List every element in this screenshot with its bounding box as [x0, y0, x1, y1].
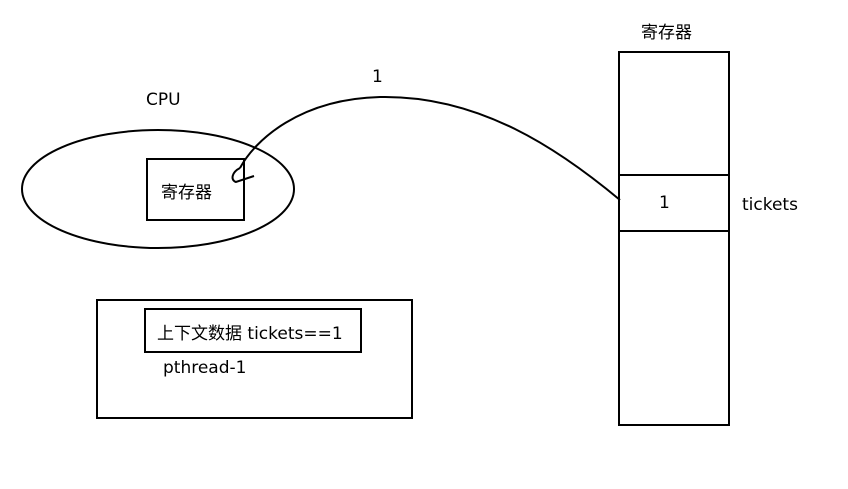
memory-group: 寄存器 1 tickets: [618, 23, 798, 426]
load-arrow-head: [231, 167, 255, 184]
memory-cell-value: 1: [659, 193, 670, 213]
load-arrow-label: 1: [372, 67, 383, 87]
thread-name: pthread-1: [163, 358, 246, 378]
thread-box: [96, 299, 413, 419]
cpu-group: CPU 寄存器: [21, 90, 295, 249]
cpu-register-box: [146, 158, 245, 221]
memory-column: [618, 51, 730, 426]
load-arrow-curve: [239, 95, 621, 201]
thread-group: 上下文数据 tickets==1 pthread-1: [96, 299, 413, 419]
thread-context-label: 上下文数据 tickets==1: [157, 324, 343, 344]
cpu-register-label: 寄存器: [161, 183, 212, 203]
load-arrow: 1: [231, 67, 621, 201]
cpu-ellipse: [21, 129, 295, 249]
cpu-label: CPU: [146, 90, 181, 110]
thread-context-box: [144, 308, 362, 353]
memory-cell-label: tickets: [742, 195, 798, 215]
memory-title: 寄存器: [641, 23, 692, 43]
